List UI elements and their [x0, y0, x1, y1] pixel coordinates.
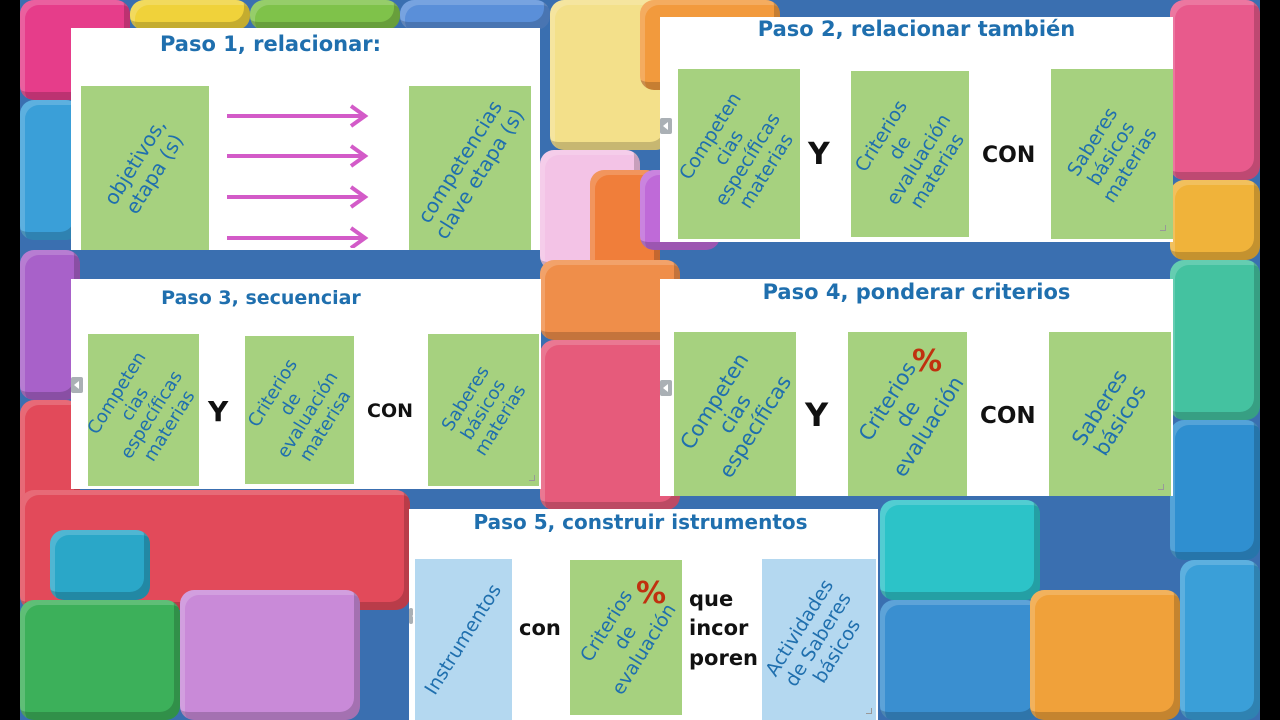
step5-incorporen-text: que incor poren — [689, 587, 759, 670]
step2-saberes-text: Saberes básicos materias — [1063, 103, 1162, 207]
step3-competencias-box: Competen cias específicas materias — [83, 334, 199, 486]
arrow-right-icon — [227, 226, 369, 248]
step5-actividades-text: Actividades de Saberes básicos — [761, 575, 865, 690]
bg-block — [20, 100, 80, 240]
step3-y-connector: Y — [208, 395, 229, 428]
step4-competencias-text: Competen cias específicas — [675, 348, 797, 483]
step4-y-connector: Y — [805, 396, 829, 434]
step3-title: Paso 3, secuenciar — [161, 287, 361, 309]
bg-block — [1170, 260, 1260, 420]
step4-criterios-text: Criterios de evaluación — [853, 357, 969, 482]
step3-criterios-box: Criterios de evaluación materisa — [243, 336, 355, 484]
step5-instrumentos-text: Instrumentos — [419, 579, 506, 699]
arrow-right-icon — [227, 144, 369, 168]
bg-block — [130, 0, 250, 30]
collapse-tab-icon[interactable] — [409, 608, 417, 624]
arrow-right-icon — [227, 104, 369, 128]
step3-competencias-text: Competen cias específicas materias — [82, 348, 200, 466]
step1-competencias-text: competencias clave etapa (s) — [412, 96, 529, 244]
resize-handle-icon[interactable] — [1160, 225, 1166, 231]
step4-panel: Paso 4, ponderar criterios Competen cias… — [660, 279, 1173, 496]
step1-competencias-box: competencias clave etapa (s) — [409, 86, 531, 250]
bg-block — [880, 600, 1040, 720]
step2-con-connector: CON — [982, 143, 1036, 168]
step2-criterios-box: Criterios de evaluación materias — [851, 71, 969, 237]
bg-block — [540, 340, 680, 510]
bg-block — [880, 500, 1040, 600]
step2-panel: Paso 2, relacionar también Competen cias… — [660, 17, 1173, 242]
step5-panel: Paso 5, construir istrumentos Instrument… — [409, 509, 878, 720]
bg-block — [20, 250, 80, 400]
step3-saberes-box: Saberes básicos materias — [428, 334, 539, 486]
resize-handle-icon[interactable] — [529, 475, 535, 481]
resize-handle-icon[interactable] — [1158, 484, 1164, 490]
arrow-right-icon — [227, 185, 369, 209]
step4-percent-sign: % — [912, 344, 943, 379]
bg-block — [1180, 560, 1260, 720]
bg-block — [1030, 590, 1180, 720]
step2-title: Paso 2, relacionar también — [757, 17, 1076, 41]
collapse-tab-icon[interactable] — [71, 377, 83, 393]
step2-competencias-text: Competen cias específicas materias — [675, 88, 798, 213]
step4-saberes-text: Saberes básicos — [1067, 365, 1152, 460]
step4-criterios-box: Criterios de evaluación % — [848, 332, 969, 496]
bg-block — [1170, 0, 1260, 180]
bg-block — [180, 590, 360, 720]
step1-objectives-box: objetivos, etapa (s) — [81, 86, 209, 250]
bg-block — [1170, 180, 1260, 260]
step2-criterios-text: Criterios de evaluación materias — [850, 96, 969, 213]
step2-competencias-box: Competen cias específicas materias — [675, 69, 800, 239]
collapse-tab-icon[interactable] — [660, 118, 672, 134]
step1-objectives-text: objetivos, etapa (s) — [98, 114, 189, 219]
step5-title: Paso 5, construir istrumentos — [473, 510, 808, 534]
bg-block — [250, 0, 400, 30]
step5-criterios-box: Criterios de evaluación % — [570, 560, 682, 715]
step1-arrows — [227, 104, 369, 248]
step4-title: Paso 4, ponderar criterios — [762, 280, 1071, 304]
step1-panel: Paso 1, relacionar: objetivos, etapa (s)… — [71, 28, 540, 250]
bg-block — [400, 0, 550, 30]
step2-saberes-box: Saberes básicos materias — [1051, 69, 1173, 239]
bg-block — [20, 600, 180, 720]
step4-con-connector: CON — [980, 403, 1036, 429]
step3-criterios-text: Criterios de evaluación materisa — [243, 355, 356, 466]
resize-handle-icon[interactable] — [866, 708, 872, 714]
step5-instrumentos-box: Instrumentos — [415, 559, 512, 720]
step3-panel: Paso 3, secuenciar Competen cias específ… — [71, 279, 541, 489]
step5-con-connector: con — [519, 616, 561, 640]
step4-saberes-box: Saberes básicos — [1049, 332, 1171, 496]
step5-percent-sign: % — [636, 576, 667, 611]
step5-actividades-box: Actividades de Saberes básicos — [761, 559, 876, 720]
bg-block — [540, 260, 680, 340]
step3-saberes-text: Saberes básicos materias — [437, 362, 531, 460]
bg-block — [50, 530, 150, 600]
step4-competencias-box: Competen cias específicas — [674, 332, 796, 496]
step2-y-connector: Y — [808, 137, 830, 172]
step3-con-connector: CON — [367, 400, 413, 422]
bg-block — [1170, 420, 1260, 560]
step1-title: Paso 1, relacionar: — [159, 32, 382, 56]
collapse-tab-icon[interactable] — [660, 380, 672, 396]
